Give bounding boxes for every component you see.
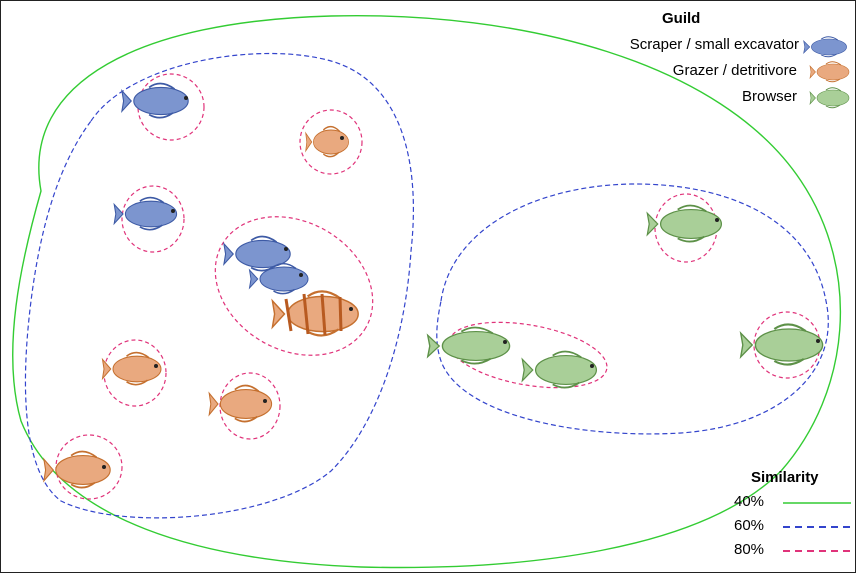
- scraper-fish-icon: [122, 84, 188, 118]
- fish-eye: [171, 209, 175, 213]
- fish-eye: [184, 96, 188, 100]
- grazer-legend-icon: [810, 62, 849, 82]
- guild-legend-title: Guild: [662, 10, 700, 27]
- cluster-60-left-outline: [25, 54, 413, 518]
- fish-eye: [503, 340, 507, 344]
- similarity-label-80: 80%: [734, 541, 764, 558]
- grazer-fish-icon: [306, 127, 349, 157]
- browser-fish-icon: [522, 352, 596, 388]
- browser-fish-icon: [647, 206, 721, 242]
- grazer-fish-icon: [272, 291, 358, 335]
- fish-eye: [284, 247, 288, 251]
- fish-eye: [590, 364, 594, 368]
- fish-eye: [816, 339, 820, 343]
- cluster-60-right-outline: [437, 184, 828, 434]
- similarity-legend-title: Similarity: [751, 469, 819, 486]
- fish-eye: [340, 136, 344, 140]
- guild-label-scraper: Scraper / small excavator: [630, 36, 799, 53]
- fish-eye: [349, 307, 353, 311]
- similarity-label-60: 60%: [734, 517, 764, 534]
- grazer-fish-icon: [209, 386, 271, 422]
- scraper-fish-icon: [250, 264, 309, 294]
- fish-eye: [263, 399, 267, 403]
- scraper-fish-icon: [114, 198, 176, 230]
- scraper-legend-icon: [804, 37, 847, 57]
- fish-eye: [715, 218, 719, 222]
- fish-eye: [299, 273, 303, 277]
- fish-eye: [154, 364, 158, 368]
- browser-legend-icon: [810, 88, 849, 108]
- similarity-label-40: 40%: [734, 493, 764, 510]
- grazer-fish-icon: [103, 353, 162, 385]
- browser-fish-icon: [741, 324, 823, 364]
- grazer-fish-icon: [44, 452, 110, 488]
- scraper-fish-icon: [224, 237, 290, 271]
- cluster-80-group: [56, 74, 820, 499]
- fish-eye: [102, 465, 106, 469]
- guild-label-grazer: Grazer / detritivore: [673, 62, 797, 79]
- guild-label-browser: Browser: [742, 88, 797, 105]
